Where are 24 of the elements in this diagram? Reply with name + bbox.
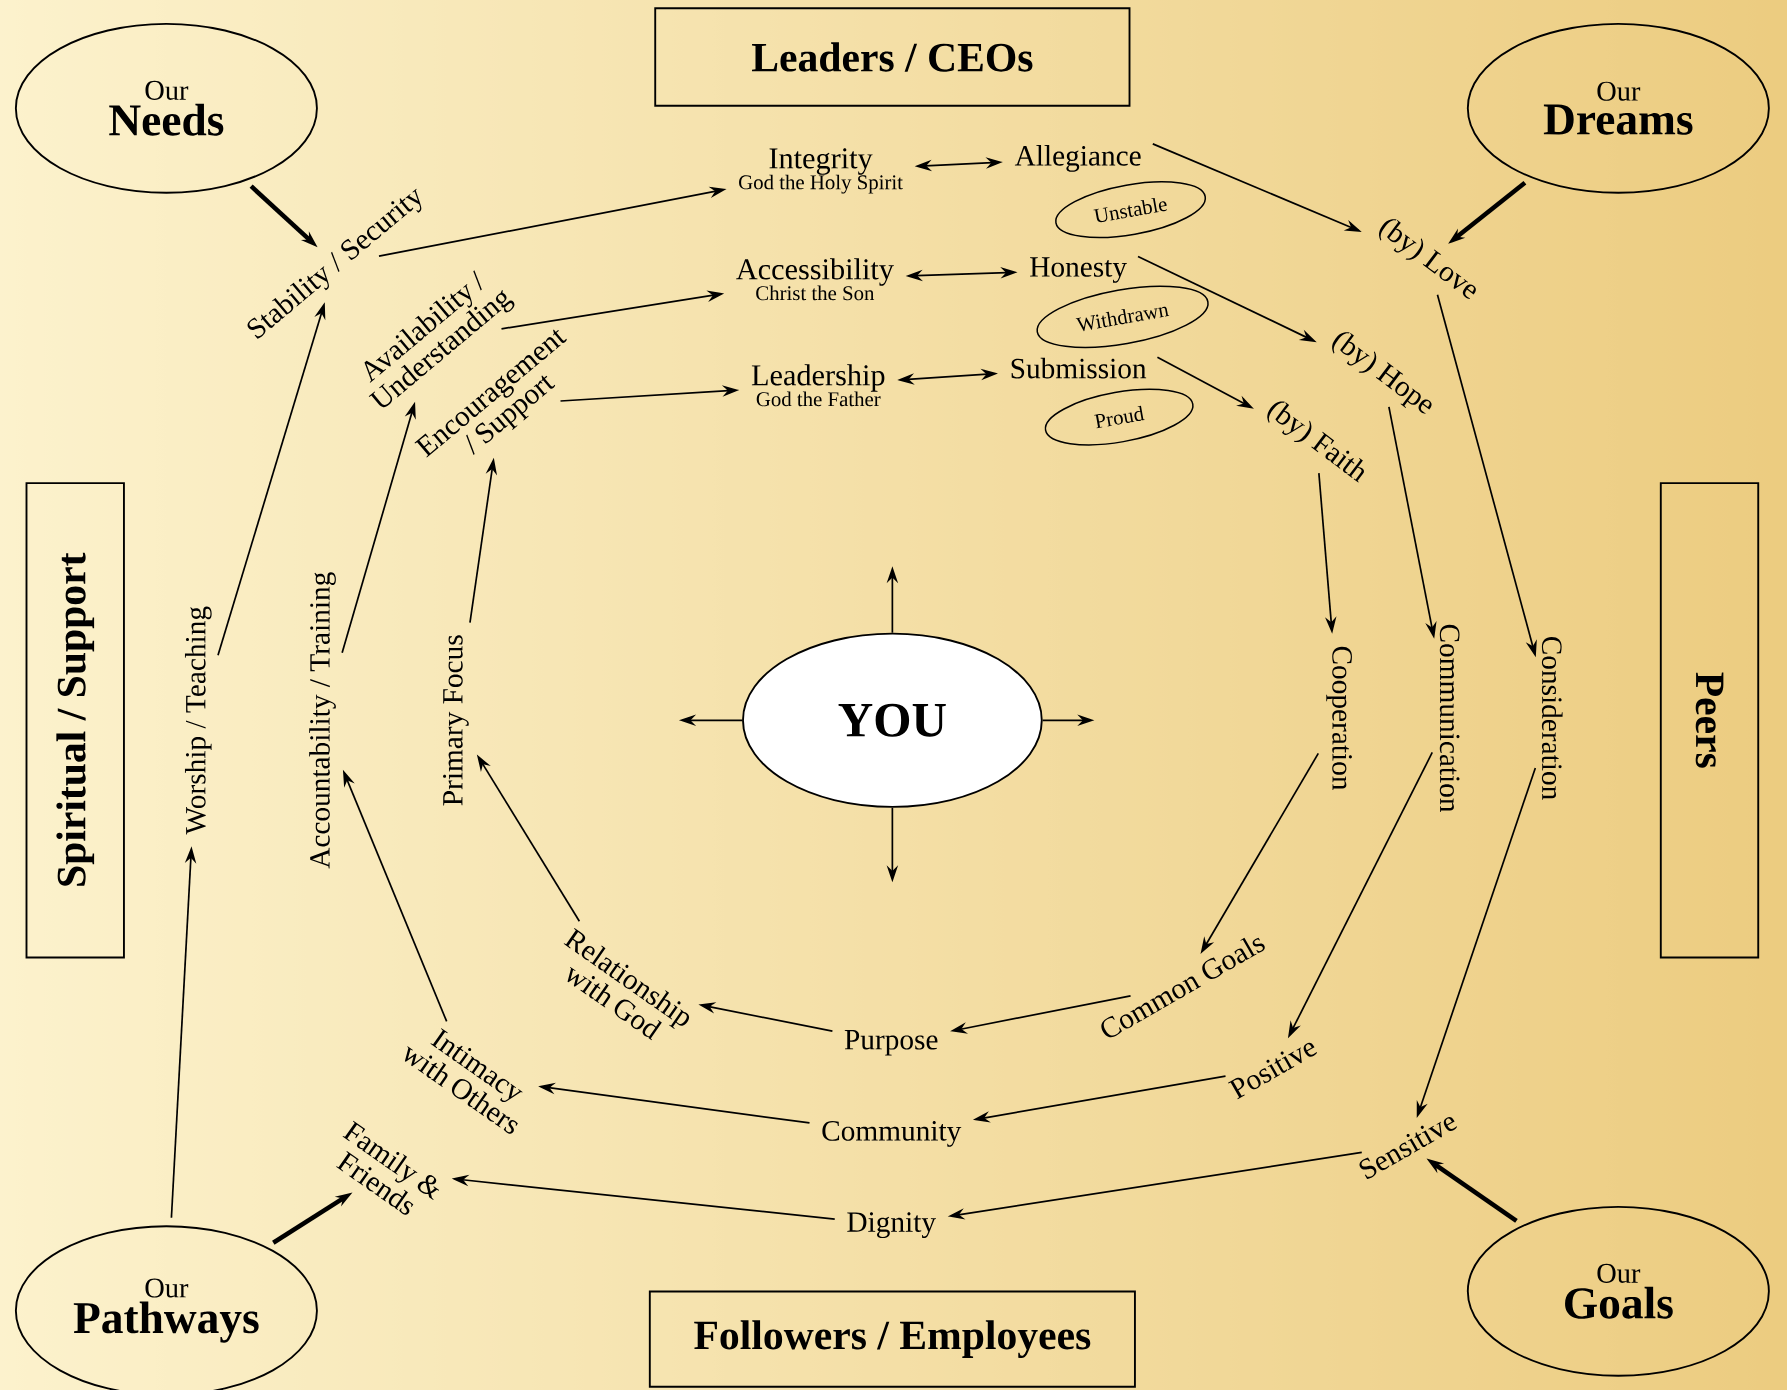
word-label: Submission: [1011, 357, 1147, 379]
oval-label: Our Dreams: [1466, 22, 1770, 194]
title-box: Spiritual / Support: [25, 482, 125, 959]
word-label: Honesty: [1030, 257, 1127, 283]
oval-label: Our Needs: [14, 22, 318, 194]
word-label: Communication: [1439, 624, 1460, 812]
word-label: Accountability / Training: [309, 572, 336, 869]
center-oval: YOU: [742, 632, 1043, 808]
word-label: Community: [822, 1120, 962, 1147]
title-box: Followers / Employees: [648, 1290, 1136, 1388]
word-label: Allegiance: [1014, 144, 1141, 172]
word-label: Worship / Teaching: [184, 606, 212, 835]
word-label: Primary Focus: [443, 635, 469, 806]
title-box: Peers: [1659, 482, 1760, 959]
word-label: Accessibility Christ the Son: [736, 258, 894, 301]
word-label: Leadership God the Father: [751, 364, 885, 407]
oval-label: Our Goals: [1466, 1205, 1770, 1377]
word-label: Dignity: [847, 1212, 936, 1238]
word-label: Consideration: [1541, 636, 1563, 800]
word-label: Integrity God the Holy Spirit: [739, 148, 903, 194]
word-label: Cooperation: [1326, 646, 1352, 790]
word-label: Purpose: [844, 1029, 938, 1056]
title-box: Leaders / CEOs: [654, 7, 1131, 107]
oval-label: Our Pathways: [14, 1225, 318, 1390]
